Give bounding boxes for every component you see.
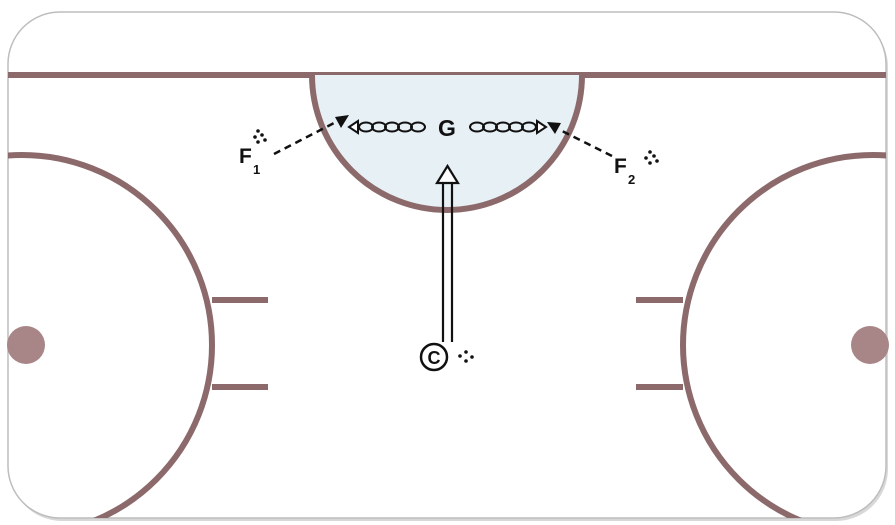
center-circle — [419, 342, 449, 372]
pass-line-f2 — [559, 128, 613, 158]
skate-path-right — [469, 119, 548, 135]
forward-2-label: F — [614, 155, 627, 178]
forward-1-label: F — [239, 145, 252, 168]
center-label: C — [428, 348, 441, 368]
right-faceoff-dot — [851, 326, 889, 364]
center-player: C — [419, 342, 474, 372]
forward-2: F 2 — [614, 150, 659, 187]
left-faceoff-dot — [7, 326, 45, 364]
forward-1: F 1 — [239, 129, 267, 177]
center-skate-arrow — [435, 163, 460, 342]
pass-arrowhead-f2 — [547, 122, 561, 134]
forward-2-subscript: 2 — [628, 172, 635, 187]
pass-arrowhead-f1 — [335, 115, 349, 128]
goalie-label: G — [438, 115, 456, 141]
center-puck-dots — [458, 350, 474, 363]
forward-1-puck-dots — [253, 129, 267, 144]
goal-crease — [309, 74, 585, 213]
rink-surface — [7, 11, 887, 519]
skate-path-left — [347, 119, 426, 135]
forward-2-puck-dots — [644, 150, 659, 165]
right-faceoff-circle — [680, 152, 886, 518]
forward-1-subscript: 1 — [253, 162, 260, 177]
left-faceoff-circle — [8, 152, 215, 518]
